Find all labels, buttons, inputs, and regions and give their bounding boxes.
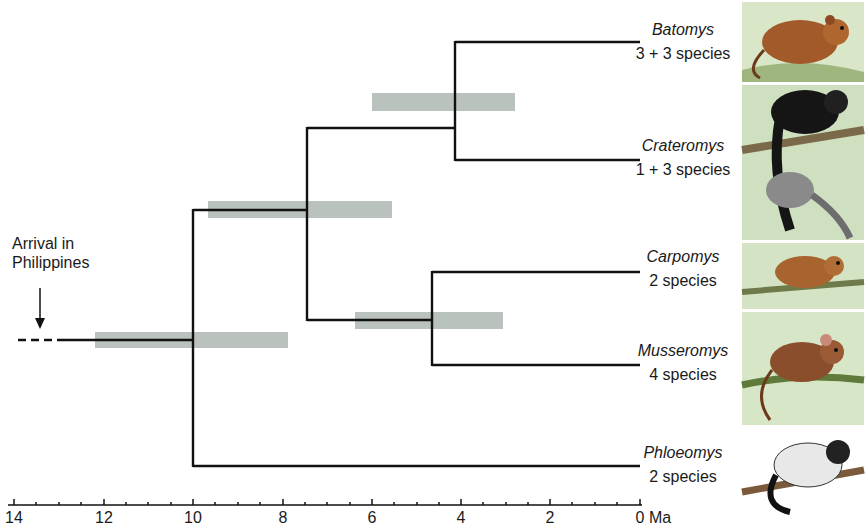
confidence-bars <box>95 93 515 348</box>
carpomys-illustration <box>742 243 864 309</box>
axis-tick-label: 4 <box>457 508 466 527</box>
taxon-name: Crateromys <box>642 136 725 155</box>
taxon-name: Musseromys <box>638 341 729 360</box>
phloeomys-illustration <box>742 432 864 512</box>
taxon-name: Batomys <box>652 20 714 39</box>
axis-tick-label: 12 <box>95 508 113 527</box>
axis-tick-label: 10 <box>184 508 202 527</box>
time-axis <box>8 499 642 505</box>
axis-tick-label: 0 Ma <box>636 508 672 527</box>
species-count: 2 species <box>649 467 717 486</box>
species-count: 1 + 3 species <box>636 160 731 179</box>
axis-tick-label: 8 <box>279 508 288 527</box>
species-count: 4 species <box>649 365 717 384</box>
musseromys-illustration <box>742 312 864 425</box>
axis-tick-label: 2 <box>546 508 555 527</box>
axis-tick-label: 6 <box>368 508 377 527</box>
tree-branches <box>18 41 640 467</box>
annotation: Arrival in Philippines <box>12 234 120 272</box>
arrival-arrow <box>35 288 45 329</box>
taxon-name: Phloeomys <box>643 443 722 462</box>
species-count: 2 species <box>649 271 717 290</box>
species-count: 3 + 3 species <box>636 44 731 63</box>
crateromys-illustration <box>742 85 864 240</box>
batomys-illustration <box>742 2 864 82</box>
axis-tick-label: 14 <box>5 508 23 527</box>
taxon-name: Carpomys <box>647 247 720 266</box>
